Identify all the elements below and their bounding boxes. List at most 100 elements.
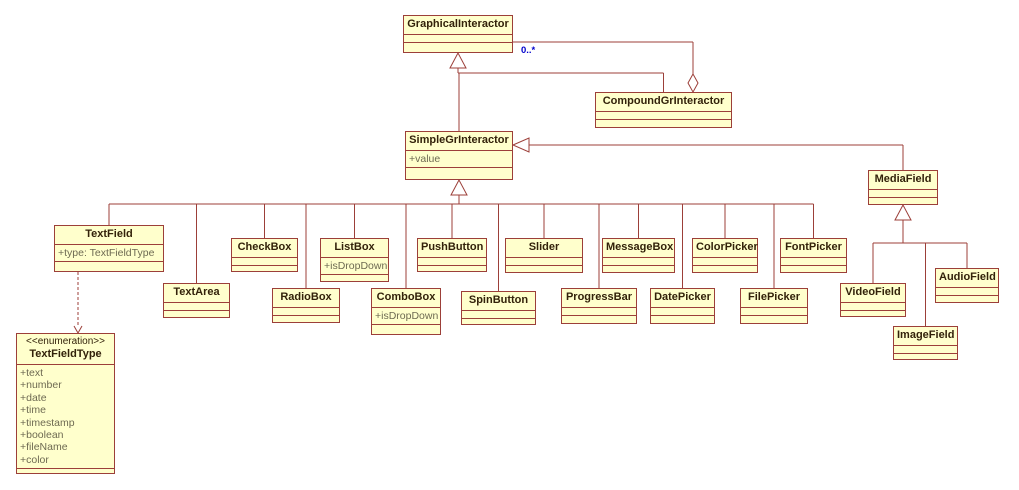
- attributes-compartment: [781, 258, 846, 266]
- attributes-compartment: [462, 311, 535, 319]
- class-CompoundGrInteractor[interactable]: CompoundGrInteractor: [595, 92, 732, 128]
- operations-compartment: [781, 266, 846, 272]
- operations-compartment: [651, 316, 714, 323]
- class-title: ComboBox: [372, 289, 440, 308]
- class-TextField[interactable]: TextField+type: TextFieldType: [54, 225, 164, 272]
- class-name: SimpleGrInteractor: [409, 134, 509, 146]
- class-RadioBox[interactable]: RadioBox: [272, 288, 340, 323]
- class-title: TextArea: [164, 284, 229, 303]
- class-name: ListBox: [334, 241, 375, 253]
- operations-compartment: [693, 266, 757, 272]
- attribute: +text: [20, 367, 44, 379]
- class-FilePicker[interactable]: FilePicker: [740, 288, 808, 324]
- attributes-compartment: [596, 112, 731, 120]
- class-ImageField[interactable]: ImageField: [893, 326, 958, 360]
- attributes-compartment: [273, 308, 339, 316]
- generalization-bus-MediaField: [872, 203, 968, 326]
- class-VideoField[interactable]: VideoField: [840, 283, 906, 317]
- attribute: +time: [20, 404, 46, 417]
- attribute: +color: [20, 453, 49, 466]
- class-title: AudioField: [936, 269, 998, 288]
- attributes-compartment: [562, 308, 636, 316]
- class-title: FilePicker: [741, 289, 807, 308]
- class-MediaField[interactable]: MediaField: [868, 170, 938, 205]
- attributes-compartment: [693, 258, 757, 266]
- class-title: ProgressBar: [562, 289, 636, 308]
- attributes-compartment: [164, 303, 229, 311]
- operations-compartment: [506, 266, 582, 272]
- class-title: PushButton: [418, 239, 486, 258]
- class-DatePicker[interactable]: DatePicker: [650, 288, 715, 324]
- attributes-compartment: +isDropDown: [321, 258, 388, 276]
- class-name: CheckBox: [237, 241, 292, 253]
- class-MessageBox[interactable]: MessageBox: [602, 238, 675, 273]
- operations-compartment: [462, 319, 535, 324]
- attributes-compartment: [869, 190, 937, 198]
- attributes-compartment: +type: TextFieldType: [55, 245, 163, 263]
- class-title: SpinButton: [462, 292, 535, 311]
- attributes-compartment: [741, 308, 807, 316]
- generalization-bus-SimpleGrInteractor: [108, 178, 814, 291]
- operations-compartment: [406, 168, 512, 179]
- aggregation-edge-CompoundGrInteractor-GraphicalInteractor: 0..*: [513, 41, 699, 94]
- class-FontPicker[interactable]: FontPicker: [780, 238, 847, 273]
- attribute: +fileName: [20, 441, 68, 454]
- attribute: +isDropDown: [324, 260, 388, 272]
- operations-compartment: [841, 311, 905, 316]
- class-GraphicalInteractor[interactable]: GraphicalInteractor: [403, 15, 513, 53]
- operations-compartment: [418, 266, 486, 271]
- class-name: VideoField: [845, 286, 901, 298]
- class-name: RadioBox: [280, 291, 332, 303]
- class-name: CompoundGrInteractor: [602, 95, 725, 107]
- attributes-compartment: [418, 258, 486, 266]
- class-title: DatePicker: [651, 289, 714, 308]
- attribute: +isDropDown: [375, 310, 439, 322]
- attributes-compartment: +isDropDown: [372, 308, 440, 326]
- class-title: GraphicalInteractor: [404, 16, 512, 35]
- class-PushButton[interactable]: PushButton: [417, 238, 487, 272]
- class-name: FilePicker: [748, 291, 800, 303]
- class-title: RadioBox: [273, 289, 339, 308]
- class-name: FontPicker: [785, 241, 842, 253]
- class-title: <<enumeration>>TextFieldType: [17, 334, 114, 365]
- class-Slider[interactable]: Slider: [505, 238, 583, 273]
- stereotype-label: <<enumeration>>: [26, 336, 105, 347]
- class-title: ListBox: [321, 239, 388, 258]
- attribute: +boolean: [20, 429, 64, 442]
- class-title: MessageBox: [603, 239, 674, 258]
- dependency-edge-TextField-TextFieldType: [73, 272, 83, 334]
- class-name: GraphicalInteractor: [407, 18, 509, 30]
- class-title: CheckBox: [232, 239, 297, 258]
- class-ListBox[interactable]: ListBox +isDropDown: [320, 238, 389, 282]
- attribute: +type: TextFieldType: [58, 247, 155, 259]
- class-title: SimpleGrInteractor: [406, 132, 512, 151]
- attributes-compartment: [506, 258, 582, 266]
- class-TextArea[interactable]: TextArea: [163, 283, 230, 318]
- class-CheckBox[interactable]: CheckBox: [231, 238, 298, 272]
- operations-compartment: [869, 198, 937, 204]
- class-ComboBox[interactable]: ComboBox +isDropDown: [371, 288, 441, 335]
- generalization-edge-MediaField-SimpleGrInteractor: [511, 137, 904, 170]
- class-SpinButton[interactable]: SpinButton: [461, 291, 536, 325]
- attributes-compartment: [404, 35, 512, 43]
- operations-compartment: [596, 120, 731, 127]
- class-SimpleGrInteractor[interactable]: SimpleGrInteractor +value: [405, 131, 513, 180]
- class-TextFieldType[interactable]: <<enumeration>>TextFieldType+text+number…: [16, 333, 115, 474]
- class-name: AudioField: [939, 271, 996, 283]
- class-ProgressBar[interactable]: ProgressBar: [561, 288, 637, 324]
- class-ColorPicker[interactable]: ColorPicker: [692, 238, 758, 273]
- attributes-compartment: [603, 258, 674, 266]
- operations-compartment: [741, 316, 807, 323]
- class-AudioField[interactable]: AudioField: [935, 268, 999, 303]
- class-name: ColorPicker: [696, 241, 758, 253]
- class-name: TextFieldType: [29, 348, 102, 360]
- aggregation-multiplicity-label: 0..*: [521, 45, 536, 56]
- attribute: +date: [20, 391, 47, 404]
- generalization-bus-GraphicalInteractor: [449, 51, 664, 131]
- operations-compartment: [321, 275, 388, 281]
- attributes-compartment: [841, 303, 905, 311]
- class-name: TextArea: [173, 286, 220, 298]
- attribute: +value: [409, 153, 441, 165]
- operations-compartment: [894, 354, 957, 359]
